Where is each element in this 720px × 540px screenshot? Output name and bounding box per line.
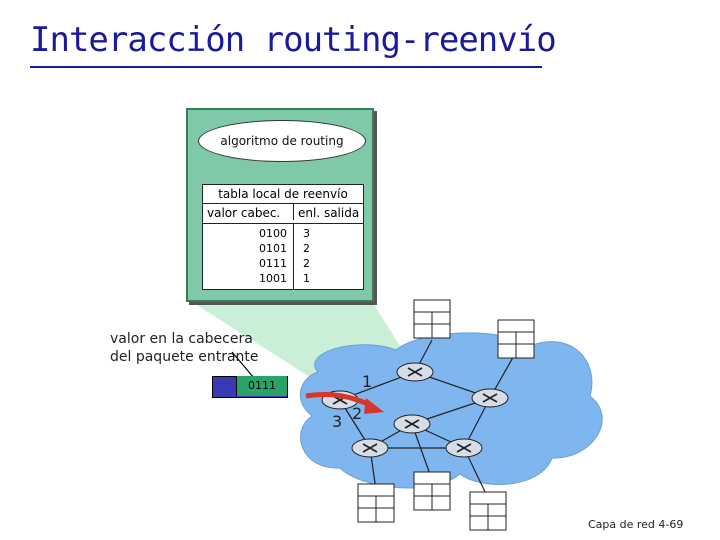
- table-cell-value: 0100: [259, 227, 287, 240]
- table-cell-value: 0111: [259, 257, 287, 270]
- slide-footer: Capa de red 4-69: [588, 518, 684, 531]
- forwarding-table: tabla local de reenvío valor cabec. enl.…: [202, 184, 364, 290]
- header-link: enl. salida: [293, 204, 359, 220]
- column-separator: [293, 223, 294, 289]
- header-pointer: [231, 351, 255, 379]
- incoming-label-line1: valor en la cabecera: [110, 331, 253, 347]
- table-cell-value: 0101: [259, 242, 287, 255]
- incoming-label-line2: del paquete entrante: [110, 349, 259, 365]
- page-title: Interacción routing-reenvío: [30, 20, 557, 60]
- table-title: tabla local de reenvío: [203, 185, 363, 204]
- table-cell-link: 2: [303, 242, 310, 255]
- port-label-1: 1: [362, 372, 373, 391]
- table-header: valor cabec. enl. salida: [203, 204, 363, 224]
- table-cell-link: 1: [303, 272, 310, 285]
- table-cell-value: 1001: [259, 272, 287, 285]
- header-value: valor cabec.: [207, 206, 281, 220]
- table-cell-link: 3: [303, 227, 310, 240]
- routing-algorithm: algoritmo de routing: [198, 120, 366, 162]
- port-label-2: 2: [352, 404, 363, 423]
- table-cell-link: 2: [303, 257, 310, 270]
- port-label-3: 3: [332, 412, 343, 431]
- title-underline: [30, 66, 542, 68]
- incoming-packet-label: valor en la cabecera del paquete entrant…: [110, 330, 259, 366]
- packet-header: 0111: [236, 376, 287, 396]
